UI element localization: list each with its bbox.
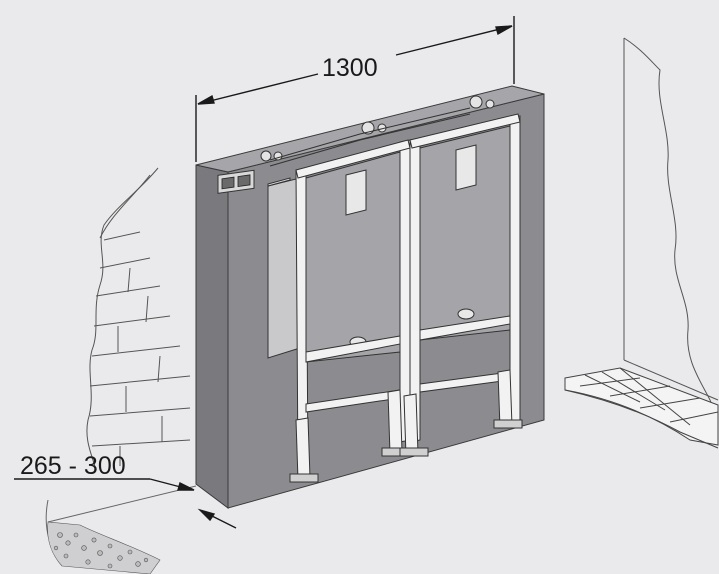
cistern-frame-right <box>399 95 523 457</box>
right-wall <box>623 37 719 421</box>
supply-pipe <box>269 107 471 167</box>
width-arrow-right <box>495 25 513 36</box>
depth-label: 265 - 300 <box>20 452 126 480</box>
depth-arrow-top <box>177 481 195 491</box>
left-brick-wall <box>86 167 191 471</box>
width-dimension <box>195 16 515 162</box>
width-dim-line-left <box>197 73 319 105</box>
width-dim-line-right <box>395 25 513 56</box>
side-cabinet <box>267 177 301 359</box>
enclosure-side-face <box>195 164 229 509</box>
width-label: 1300 <box>322 54 378 82</box>
depth-dimension <box>14 478 237 529</box>
cistern-frame-left <box>260 121 411 483</box>
depth-arrow-bottom <box>197 508 216 522</box>
electrical-sockets <box>217 169 255 194</box>
floor-tiles <box>564 367 719 449</box>
width-arrow-left <box>197 94 215 105</box>
floor-gravel <box>47 521 161 574</box>
